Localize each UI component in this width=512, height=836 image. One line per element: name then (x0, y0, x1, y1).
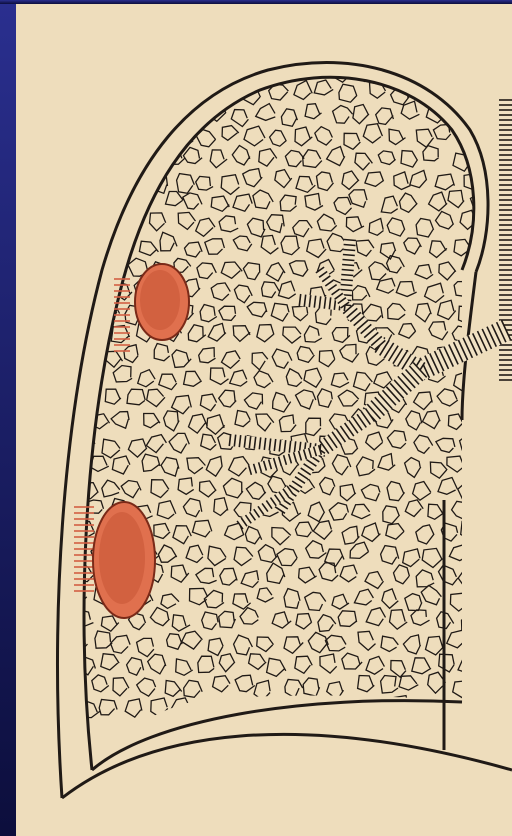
pleural-hatch-upper (114, 278, 130, 354)
slide-left-band (0, 0, 16, 836)
lesion-lower (93, 502, 155, 618)
slide-top-band (0, 0, 512, 4)
pleural-hatch-lower (74, 502, 94, 596)
lesion-upper (135, 264, 189, 340)
